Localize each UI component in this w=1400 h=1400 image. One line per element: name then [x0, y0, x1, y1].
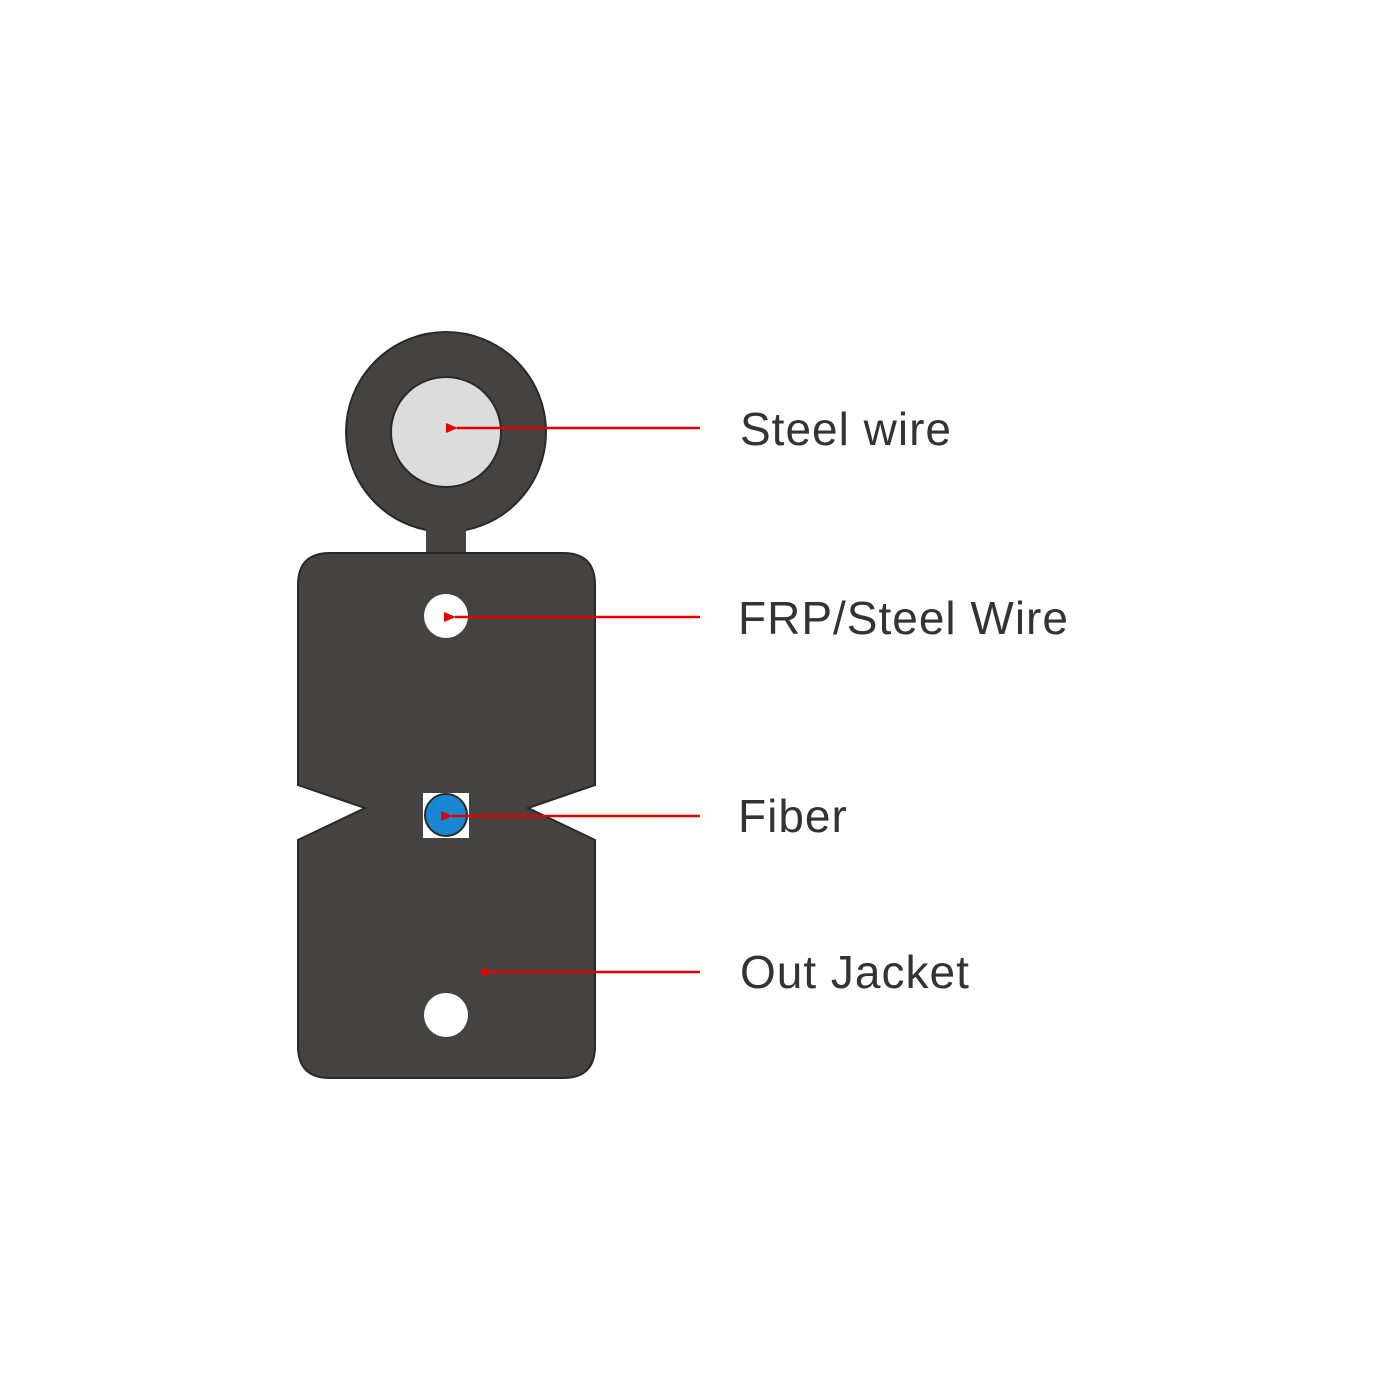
steel-wire-core: [390, 376, 502, 488]
label-frp-steel-wire: FRP/Steel Wire: [738, 592, 1069, 644]
strength-member-bottom: [424, 993, 468, 1037]
label-fiber: Fiber: [738, 790, 848, 842]
label-out-jacket: Out Jacket: [740, 946, 970, 998]
label-steel-wire: Steel wire: [740, 403, 952, 455]
